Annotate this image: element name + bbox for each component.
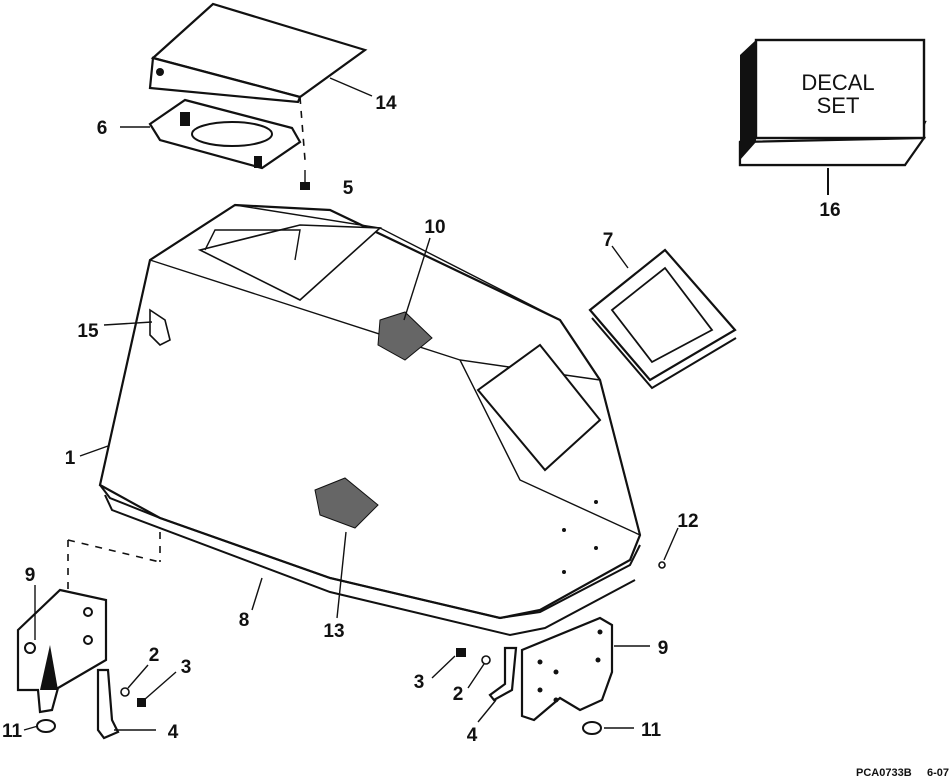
left-bracket-part	[16, 532, 161, 714]
decal-label-line1: DECAL	[801, 70, 874, 95]
callout-3-left: 3	[181, 657, 192, 678]
callout-4-right: 4	[467, 725, 478, 746]
main-cowl-part	[98, 203, 642, 637]
callout-9-right: 9	[658, 638, 669, 659]
callout-12: 12	[677, 511, 698, 532]
callout-13: 13	[323, 621, 344, 642]
callout-2-right: 2	[453, 684, 464, 705]
screw-5	[300, 170, 310, 190]
callout-7: 7	[603, 230, 614, 251]
callout-2-left: 2	[149, 645, 160, 666]
callout-16: 16	[819, 200, 840, 221]
callout-1: 1	[65, 448, 76, 469]
callout-14: 14	[375, 93, 397, 114]
callout-11-left: 11	[2, 721, 23, 742]
window-gasket-part	[588, 248, 737, 390]
callout-11-right: 11	[641, 720, 662, 741]
decal-label-line2: SET	[817, 93, 860, 118]
figure-reference: PCA0733B	[856, 767, 912, 779]
intake-grille-part	[120, 98, 302, 170]
callout-labels: 1 2 2 3 3 4 4 5 6 7 8 9 9 10 11 11 12 13…	[2, 93, 841, 746]
callout-3-right: 3	[414, 672, 425, 693]
callout-4-left: 4	[168, 722, 179, 743]
figure-date: 6-07	[927, 767, 949, 779]
leader-lines	[23, 237, 679, 731]
top-cover-part	[148, 2, 373, 161]
callout-5: 5	[343, 178, 354, 199]
callout-9-left: 9	[25, 565, 36, 586]
callout-6: 6	[97, 118, 108, 139]
decal-set-box: DECAL SET	[738, 38, 927, 195]
right-clip-part	[456, 561, 666, 702]
callout-8: 8	[239, 610, 250, 631]
right-bracket-part	[520, 616, 614, 735]
callout-10: 10	[424, 217, 445, 238]
callout-15: 15	[77, 321, 99, 342]
